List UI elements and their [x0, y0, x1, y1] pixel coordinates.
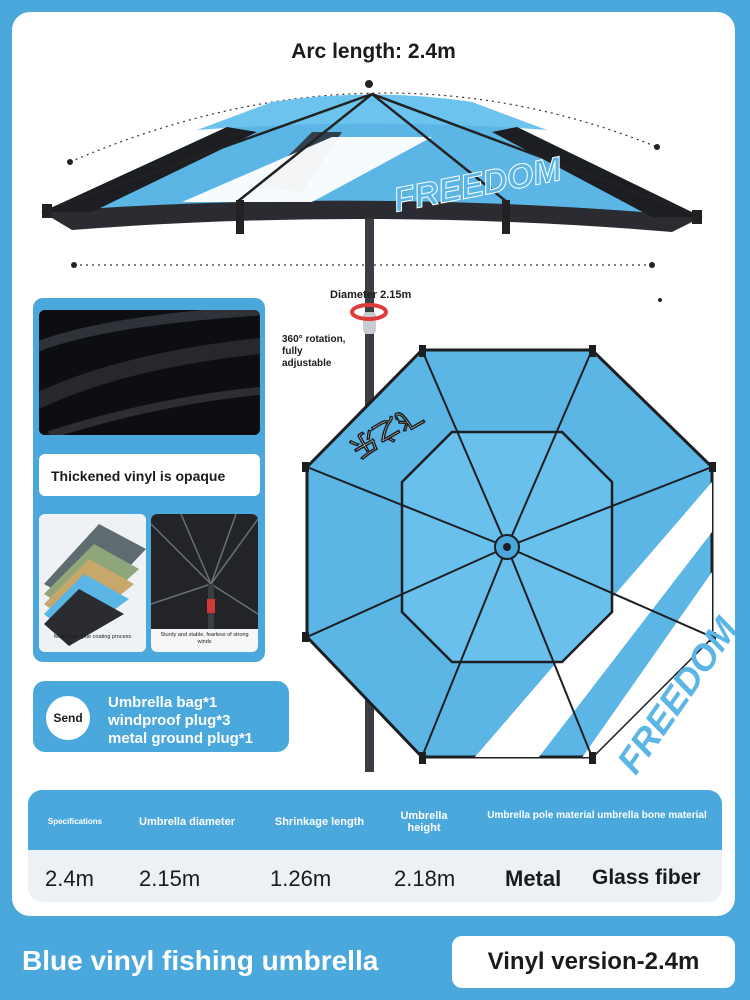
- arc-length-label: Arc length: 2.4m: [291, 40, 456, 63]
- umbrella-side-view: FREEDOM: [41, 80, 703, 772]
- spec-value-cell: Glass fiber: [592, 866, 701, 889]
- dimension-lines: [67, 92, 662, 302]
- spec-table-body: [28, 850, 722, 902]
- opaque-caption-box: [39, 454, 260, 496]
- spec-header-cell: Specifications: [47, 817, 103, 826]
- product-card: Arc length: 2.4m: [12, 12, 735, 916]
- spec-value-cell: Metal: [505, 866, 562, 891]
- spec-header-cell: Umbrella height: [400, 810, 448, 834]
- footer-title: Blue vinyl fishing umbrella: [22, 945, 379, 976]
- send-item: metal ground plug*1: [108, 730, 254, 747]
- spec-header-cell: Shrinkage length: [274, 816, 365, 828]
- spec-header-cell: Umbrella diameter: [139, 816, 235, 828]
- sturdy-frame-image: Sturdy and stable, fearless of strong wi…: [151, 514, 258, 652]
- diameter-label: Diameter 2.15m: [330, 289, 412, 301]
- version-badge: Vinyl version-2.4m: [452, 936, 735, 988]
- umbrella-top-view: FREEDOM 飞之乐: [302, 345, 735, 781]
- spec-value-cell: 2.4m: [45, 866, 94, 891]
- spec-table-header: [28, 790, 722, 860]
- send-badge: Send: [46, 696, 90, 740]
- opaque-vinyl-image: [39, 310, 260, 435]
- spec-value-cell: 1.26m: [270, 866, 332, 891]
- spec-value-cell: 2.15m: [139, 866, 201, 891]
- send-item: windproof plug*3: [108, 712, 231, 729]
- spec-value-cell: 2.18m: [394, 866, 456, 891]
- spec-header-cell: Umbrella pole material umbrella bone mat…: [487, 810, 707, 821]
- opaque-caption: Thickened vinyl is opaque: [51, 468, 226, 484]
- rotation-label: 360° rotation, fully adjustable: [282, 334, 346, 369]
- layer-coating-image: Multi-layer glue coating process: [39, 514, 146, 652]
- send-item: Umbrella bag*1: [108, 694, 218, 711]
